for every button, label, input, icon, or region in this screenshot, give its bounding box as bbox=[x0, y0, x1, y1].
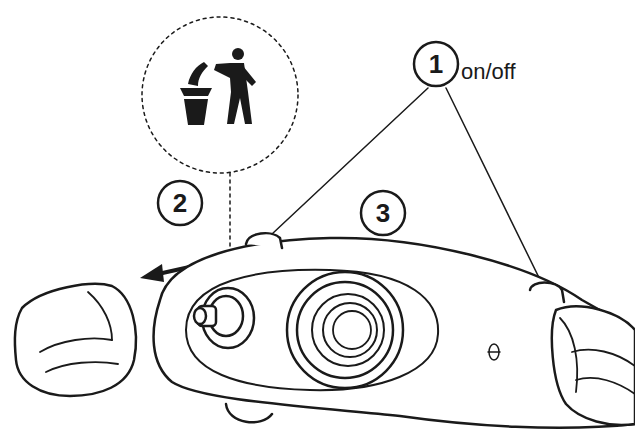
disposal-icon bbox=[180, 48, 256, 125]
callout-number: 1 bbox=[429, 51, 443, 77]
callout-circle bbox=[158, 181, 202, 225]
leader-line bbox=[272, 88, 428, 234]
end-cap bbox=[15, 284, 136, 396]
arrowhead bbox=[140, 264, 164, 282]
callout-number: 3 bbox=[376, 200, 390, 226]
callout-circle bbox=[361, 191, 405, 235]
callout-number: 2 bbox=[173, 190, 187, 216]
device-body bbox=[154, 233, 635, 428]
part-label: on/off bbox=[461, 61, 516, 83]
callout-circle bbox=[414, 42, 458, 86]
zoom-circle bbox=[142, 17, 298, 173]
